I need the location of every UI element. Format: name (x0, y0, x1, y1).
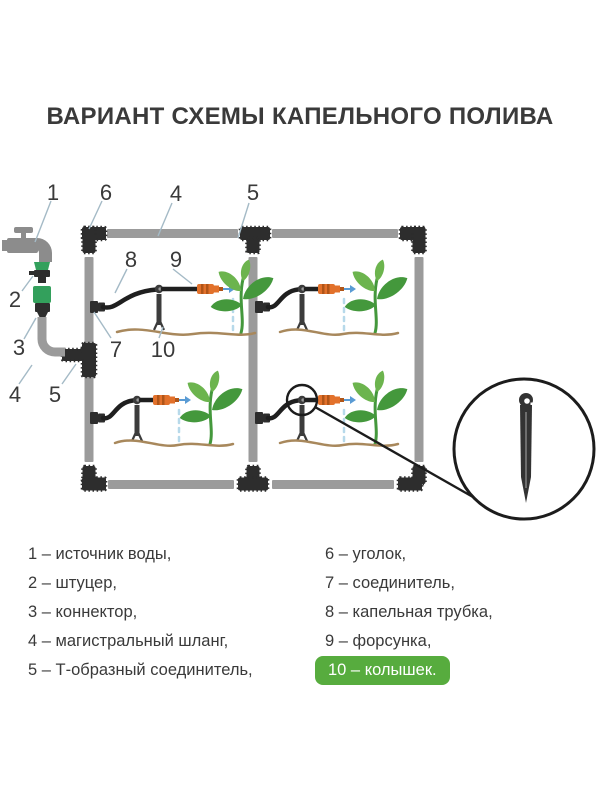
elbow-top-right (398, 225, 427, 255)
elbow-bottom-right (396, 464, 427, 492)
legend-item: 9 – форсунка, (325, 632, 432, 650)
elbow-bottom-left (80, 464, 108, 492)
main-hose-grid (84, 229, 424, 489)
callout-leaders (18, 200, 250, 385)
inlet-hose (37, 317, 65, 357)
tap-handle (14, 227, 33, 233)
tee-bottom (236, 464, 270, 492)
irrigation-cell-bottom-left (90, 369, 247, 445)
callout-5-left: 5 (49, 382, 61, 407)
nozzle (197, 284, 214, 294)
callout-10: 10 (151, 337, 175, 362)
pipe-fittings (60, 225, 427, 492)
ground-line (115, 328, 257, 336)
legend-item-highlighted: 10 – колышек. (315, 656, 450, 685)
stake-hook-hole (524, 398, 530, 404)
callout-8: 8 (125, 247, 137, 272)
stake-joint-hole (158, 287, 162, 291)
irrigation-cell-top-right (255, 258, 412, 334)
legend-item: 6 – уголок, (325, 545, 407, 563)
adapter-nub (29, 271, 34, 275)
adapter-stem (38, 277, 46, 283)
tap-handle-stem (21, 232, 26, 239)
pipe-top-right (272, 229, 398, 238)
legend-item: 1 – источник воды, (28, 545, 172, 563)
stake-magnifier (285, 377, 596, 521)
nozzle-tip (219, 287, 223, 291)
callout-3: 3 (13, 335, 25, 360)
tee-top (238, 225, 272, 255)
pipe-top-left (107, 229, 238, 238)
magnifier-line (314, 405, 474, 499)
connector-taper (37, 312, 48, 318)
coupler-fitting (90, 301, 98, 313)
legend-item: 5 – Т-образный соединитель, (28, 661, 253, 679)
magnifier-source-circle (285, 383, 319, 417)
legend-item-highlighted-row: 10 – колышек. (315, 656, 493, 685)
nozzle-collar (214, 285, 219, 293)
legend-column-left: 1 – источник воды, 2 – штуцер, 3 – конне… (28, 540, 253, 685)
water-tap (2, 227, 65, 357)
tap-inlet (2, 240, 9, 251)
elbow-top-left (80, 225, 108, 255)
callout-4-left: 4 (9, 382, 21, 407)
callout-7: 7 (110, 337, 122, 362)
legend-item: 7 – соединитель, (325, 574, 455, 592)
connector-body (33, 286, 51, 303)
legend-item: 3 – коннектор, (28, 603, 138, 621)
callout-4-top: 4 (170, 181, 182, 206)
pipe-right (414, 257, 424, 462)
quick-fitting-top (34, 262, 50, 270)
tap-spout (30, 238, 52, 262)
stake-hook-gap (530, 402, 535, 406)
callout-1: 1 (47, 180, 59, 205)
plant (209, 258, 278, 335)
nozzle-rib (201, 284, 204, 294)
nozzle-rib (206, 284, 209, 294)
leaf (209, 294, 243, 316)
callout-5-top: 5 (247, 180, 259, 205)
stake-enlarged (519, 393, 535, 503)
legend-item: 8 – капельная трубка, (325, 603, 493, 621)
legend-item: 2 – штуцер, (28, 574, 117, 592)
plant-stem (239, 277, 245, 335)
callout-2: 2 (9, 287, 21, 312)
irrigation-cell-top-left (90, 258, 278, 336)
irrigation-cell-bottom-right (255, 369, 412, 445)
tee-left-inlet (60, 341, 98, 379)
drip-tube (100, 287, 160, 310)
legend-item: 4 – магистральный шланг, (28, 632, 229, 650)
pipe-bottom-left (108, 480, 234, 489)
pipe-bottom-right (272, 480, 394, 489)
legend-column-right: 6 – уголок, 7 – соединитель, 8 – капельн… (315, 540, 493, 685)
callout-9: 9 (170, 247, 182, 272)
page-title: ВАРИАНТ СХЕМЫ КАПЕЛЬНОГО ПОЛИВА (46, 103, 554, 130)
connector-bottom (35, 303, 50, 312)
callout-6: 6 (100, 180, 112, 205)
adapter-dark (34, 270, 50, 277)
